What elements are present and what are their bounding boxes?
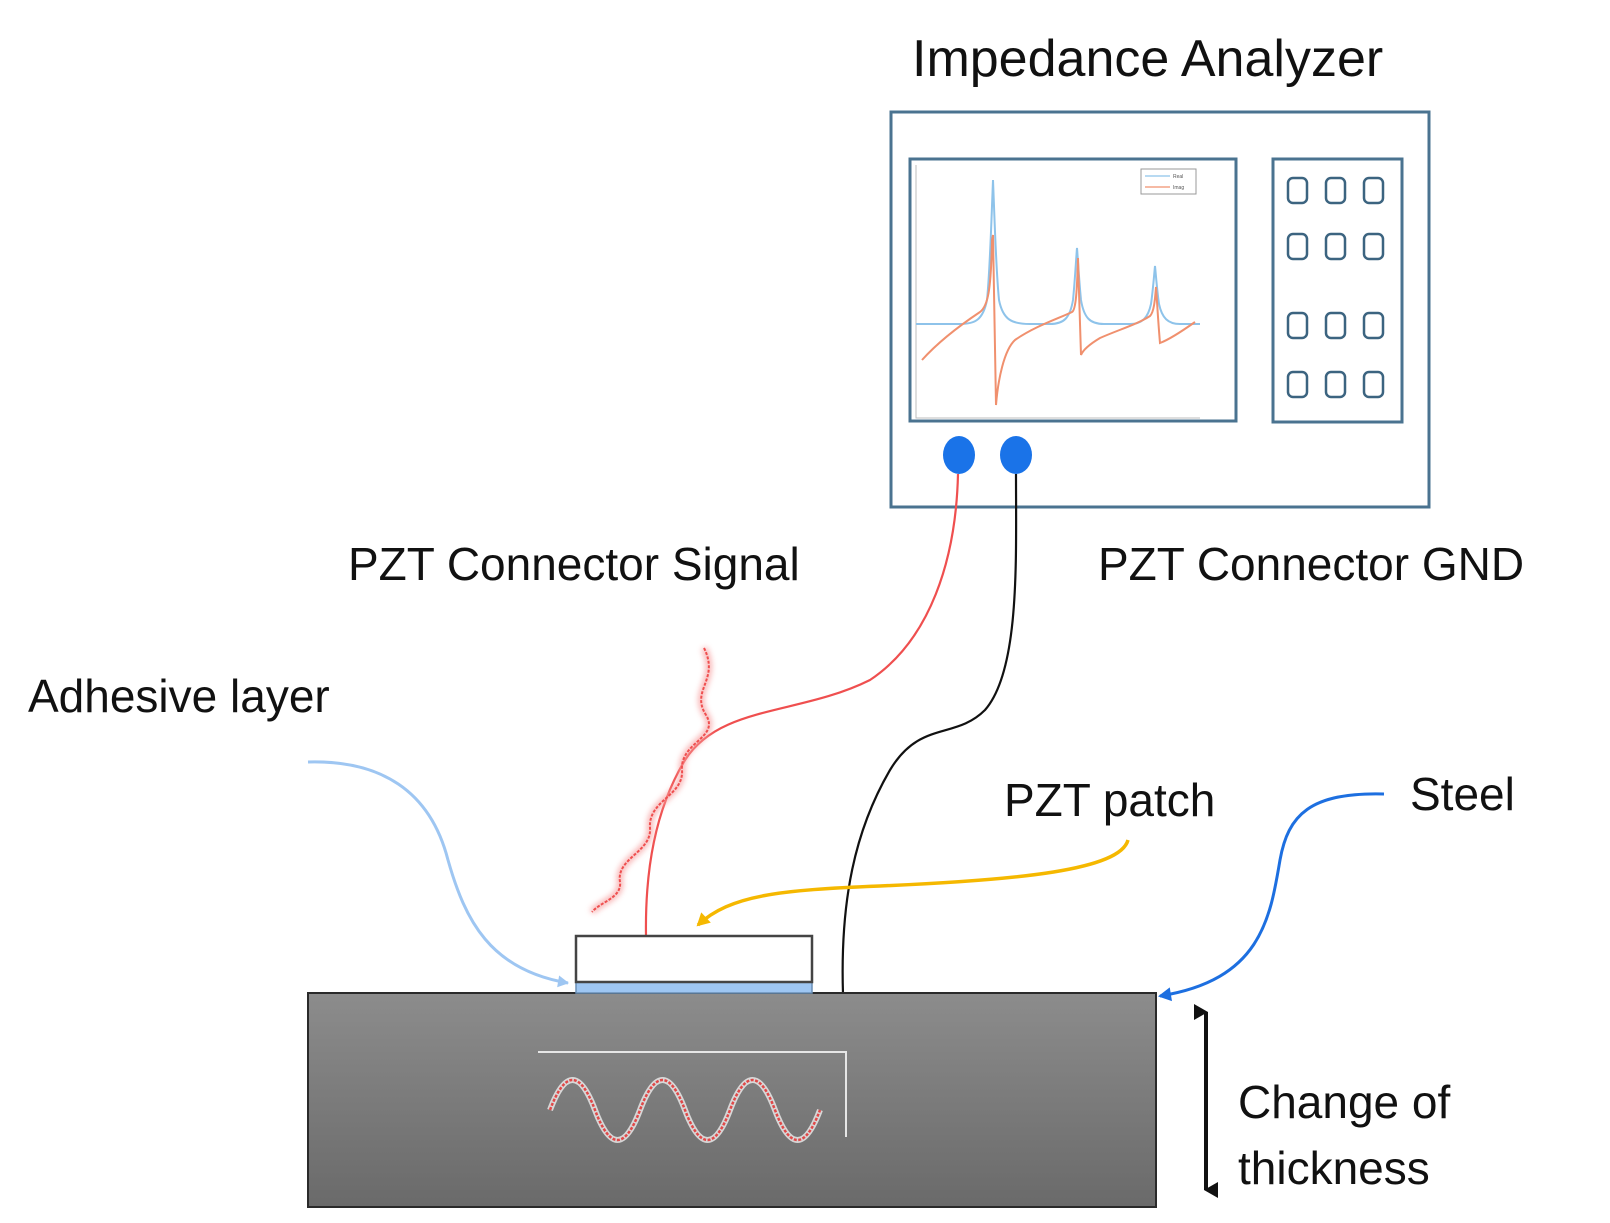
panel-button[interactable]	[1286, 311, 1309, 340]
panel-button[interactable]	[1286, 370, 1309, 399]
panel-button[interactable]	[1362, 232, 1385, 261]
button-grid	[1286, 176, 1385, 399]
panel-button[interactable]	[1362, 176, 1385, 205]
panel-button[interactable]	[1362, 370, 1385, 399]
panel-button[interactable]	[1362, 311, 1385, 340]
panel-button[interactable]	[1324, 176, 1347, 205]
pzt-patch-label: PZT patch	[1004, 774, 1215, 826]
steel-arrow	[1158, 792, 1385, 1002]
pzt-patch	[574, 934, 814, 984]
panel-button[interactable]	[1324, 232, 1347, 261]
panel-button[interactable]	[1324, 370, 1347, 399]
thickness-label-line2: thickness	[1238, 1142, 1430, 1194]
thickness-label-line1: Change of	[1238, 1076, 1450, 1128]
legend-real: Real	[1173, 174, 1183, 180]
steel-wave-line	[548, 1078, 822, 1142]
signal-connector-port[interactable]	[943, 436, 975, 474]
pzt-patch-arrow	[696, 839, 1130, 927]
impedance-analyzer: Real Imag	[889, 110, 1431, 509]
radiated-wave-line	[591, 647, 710, 913]
panel-button[interactable]	[1324, 311, 1347, 340]
gnd-connector-label: PZT Connector GND	[1098, 538, 1524, 590]
gnd-wire	[841, 473, 1018, 995]
imag-curve	[921, 234, 1196, 406]
panel-button[interactable]	[1286, 232, 1309, 261]
adhesive-layer-label: Adhesive layer	[28, 670, 330, 722]
radiated-wave	[589, 646, 712, 915]
gnd-connector-port[interactable]	[1000, 436, 1032, 474]
analyzer-title: Impedance Analyzer	[912, 30, 1383, 88]
panel-button[interactable]	[1286, 176, 1309, 205]
signal-wire	[644, 473, 960, 937]
signal-connector-label: PZT Connector Signal	[348, 538, 800, 590]
screen-axis	[915, 165, 1200, 419]
adhesive-arrow	[307, 760, 569, 988]
legend-imag: Imag	[1173, 185, 1184, 191]
steel-label: Steel	[1410, 768, 1515, 820]
adhesive-layer	[575, 981, 813, 994]
steel-wave-box	[538, 1051, 847, 1143]
real-curve	[916, 179, 1200, 325]
screen-legend: Real Imag	[1140, 168, 1197, 195]
